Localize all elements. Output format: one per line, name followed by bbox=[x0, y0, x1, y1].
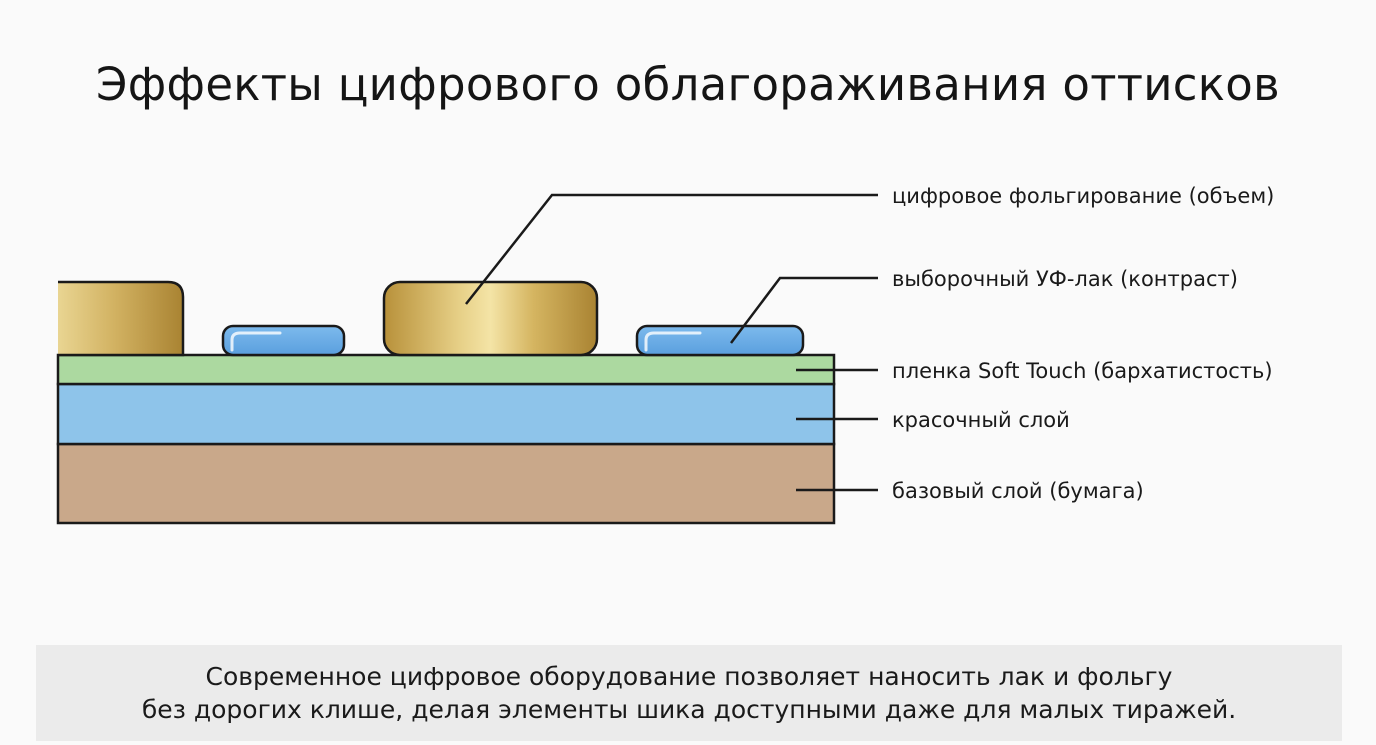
leader-line-foil bbox=[465, 193, 878, 305]
uv-varnish-element-right bbox=[635, 324, 805, 357]
label-ink: красочный слой bbox=[892, 408, 1070, 432]
footer-line-2: без дорогих клише, делая элементы шика д… bbox=[141, 695, 1237, 724]
foil-element-center bbox=[382, 280, 599, 357]
footer-note: Современное цифровое оборудование позвол… bbox=[36, 645, 1342, 741]
soft-touch-layer bbox=[56, 353, 836, 386]
page-title: Эффекты цифрового облагораживания оттиск… bbox=[96, 58, 1280, 111]
label-foil: цифровое фольгирование (объем) bbox=[892, 184, 1274, 208]
label-uv: выборочный УФ-лак (контраст) bbox=[892, 267, 1238, 291]
footer-line-1: Современное цифровое оборудование позвол… bbox=[205, 662, 1173, 691]
layer-diagram: цифровое фольгирование (объем) выборочны… bbox=[56, 184, 1274, 525]
foil-element-left bbox=[58, 280, 185, 357]
ink-layer bbox=[56, 382, 836, 446]
label-softtouch: пленка Soft Touch (бархатистость) bbox=[892, 359, 1273, 383]
label-base: базовый слой (бумага) bbox=[892, 479, 1144, 503]
uv-varnish-element-left bbox=[221, 324, 346, 357]
leader-line-uv bbox=[730, 276, 878, 344]
base-paper-layer bbox=[56, 442, 836, 525]
